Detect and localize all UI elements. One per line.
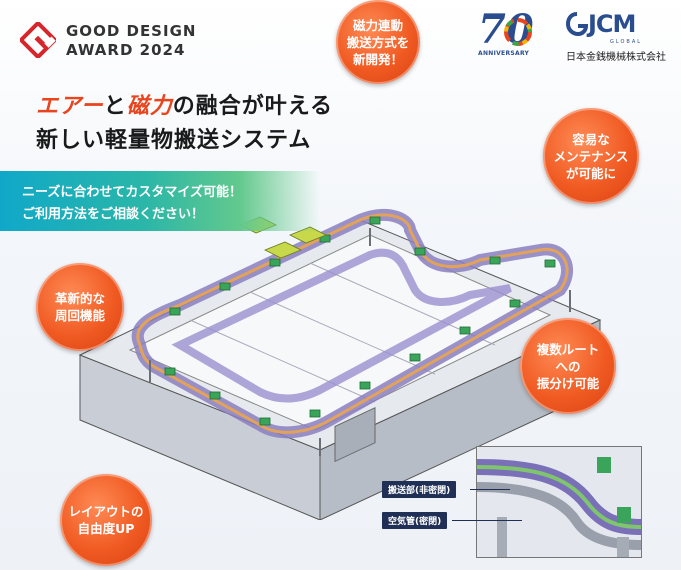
anniversary-logo: 70 ANNIVERSARY: [478, 10, 550, 60]
bubble-text: が可能に: [565, 165, 616, 181]
banner-line2: ご利用方法をご相談ください！: [22, 207, 205, 222]
headline-rest: の融合が叶える: [172, 94, 334, 119]
feature-bubble-magnetic: 磁力連動 搬送方式を 新開発！: [336, 0, 420, 84]
good-design-award-text: GOOD DESIGN AWARD 2024: [66, 22, 196, 60]
feature-bubble-maintenance: 容易な メンテナンス が可能に: [543, 108, 639, 204]
bubble-text: 搬送方式を: [346, 34, 410, 50]
headline-accent-air: エアー: [36, 94, 104, 119]
bubble-text: 革新的な: [54, 291, 105, 306]
award-line1: GOOD DESIGN: [66, 22, 197, 40]
headline-accent-magnet: 磁力: [126, 94, 173, 119]
leader-line-air: [452, 520, 522, 521]
headline-connector: と: [103, 94, 127, 119]
feature-bubble-layout: レイアウトの 自由度UP: [60, 474, 152, 566]
bubble-text: への: [555, 358, 581, 374]
bubble-text: 磁力連動: [352, 17, 403, 33]
bubble-text: 自由度UP: [77, 521, 135, 536]
headline-line1: エアーと磁力の融合が叶える: [36, 88, 333, 120]
bubble-text: 容易な: [572, 131, 610, 147]
bubble-text: 新開発！: [352, 51, 403, 67]
leader-line-transport: [470, 489, 510, 490]
anniversary-ring-icon: [504, 18, 532, 46]
bubble-text: 複数ルート: [536, 341, 600, 357]
feature-bubble-routes: 複数ルート への 振分け可能: [520, 318, 616, 414]
good-design-g-mark-icon: [20, 22, 56, 58]
track-detail-drawing: [477, 447, 641, 557]
label-air-pipe: 空気管(密閉): [382, 512, 448, 529]
bubble-text: 周回機能: [54, 308, 105, 323]
customization-banner: ニーズに合わせてカスタマイズ可能！ ご利用方法をご相談ください！: [0, 171, 320, 231]
bubble-text: メンテナンス: [553, 148, 629, 164]
jcm-swirl-icon: [566, 12, 588, 36]
track-detail-inset: [476, 446, 642, 558]
award-line2: AWARD 2024: [66, 41, 186, 59]
bubble-text: レイアウトの: [68, 504, 144, 519]
company-name: 日本金銭機械株式会社: [566, 52, 666, 63]
company-logo-text: JCM: [588, 10, 636, 38]
feature-bubble-circulation: 革新的な 周回機能: [36, 263, 124, 351]
banner-line1: ニーズに合わせてカスタマイズ可能！: [22, 185, 242, 200]
headline-line2: 新しい軽量物搬送システム: [36, 128, 312, 153]
label-transport-section: 搬送部(非密閉): [382, 481, 457, 498]
company-logo-sub: GLOBAL: [610, 39, 643, 45]
anniversary-label: ANNIVERSARY: [478, 50, 530, 57]
bubble-text: 振分け可能: [536, 375, 600, 391]
company-logo: JCM GLOBAL 日本金銭機械株式会社: [566, 10, 666, 63]
